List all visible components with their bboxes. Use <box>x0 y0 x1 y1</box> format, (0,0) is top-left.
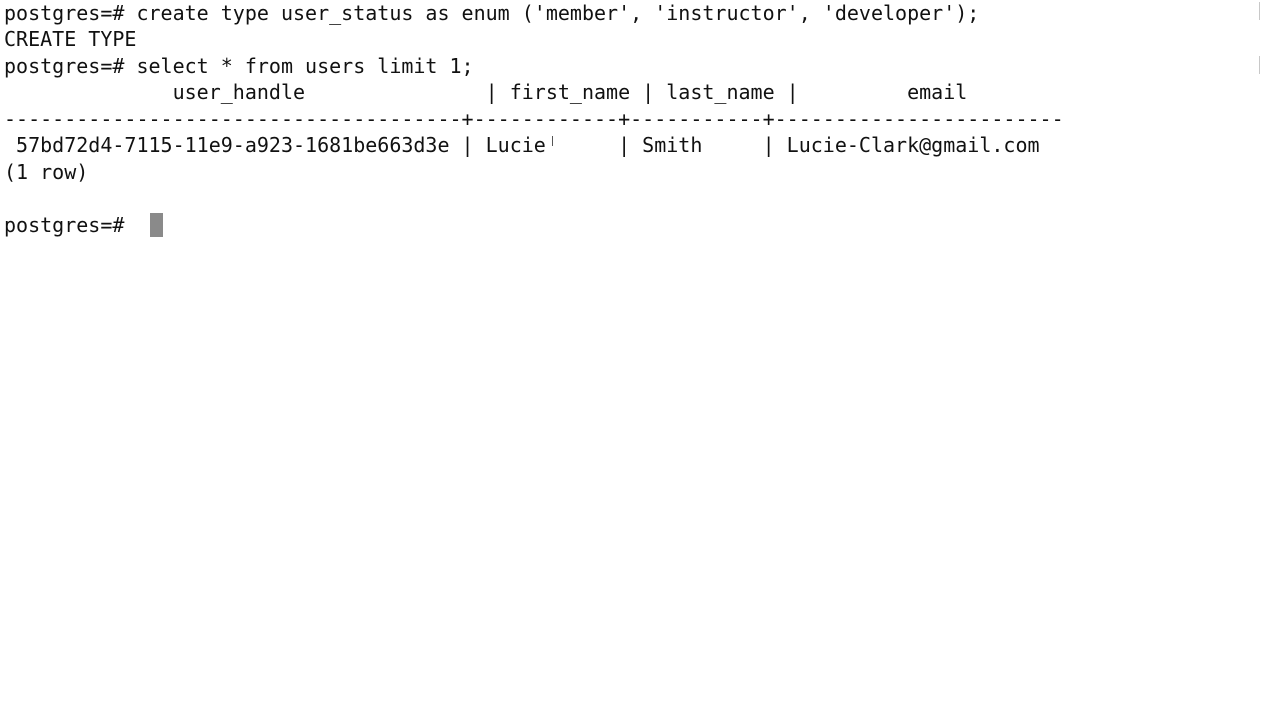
scroll-mark-top <box>1259 2 1260 20</box>
terminal-prompt[interactable]: postgres=# <box>4 213 137 237</box>
terminal-line-create-type-command: postgres=# create type user_status as en… <box>4 1 980 25</box>
result-table-divider: --------------------------------------+-… <box>4 107 1064 131</box>
scroll-mark-second <box>1259 56 1260 74</box>
terminal-line-select-command: postgres=# select * from users limit 1; <box>4 54 474 78</box>
terminal-line-create-type-result: CREATE TYPE <box>4 27 137 51</box>
mouse-text-cursor-icon <box>552 136 553 146</box>
result-table-row: 57bd72d4-7115-11e9-a923-1681be663d3e | L… <box>4 133 1040 157</box>
terminal-cursor <box>150 213 163 237</box>
result-table-header: user_handle | first_name | last_name | e… <box>4 80 968 104</box>
result-row-count: (1 row) <box>4 160 89 184</box>
